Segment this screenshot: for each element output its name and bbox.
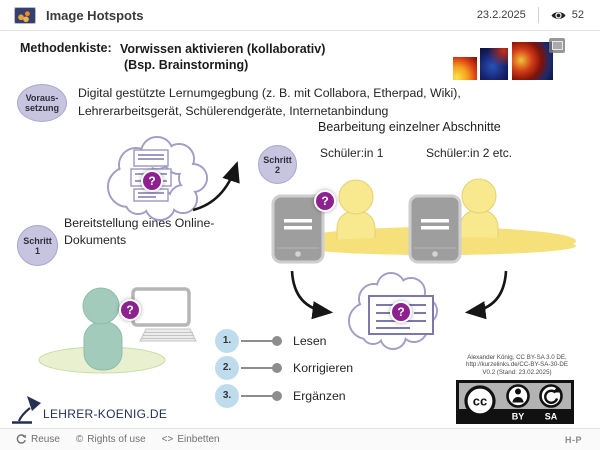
connector-line	[241, 339, 273, 342]
thumbnail-3	[512, 42, 553, 80]
hotspot-teacher-computer[interactable]: ?	[119, 299, 141, 321]
list-number-badge: 3.	[215, 383, 239, 408]
hotspot-online-document[interactable]: ?	[141, 170, 163, 192]
header-meta: 23.2.2025 52	[477, 7, 584, 23]
cc-license-badge: cc BY SA	[456, 380, 574, 429]
connector-dot	[272, 362, 282, 373]
fullscreen-icon[interactable]	[549, 38, 565, 53]
date-label: 23.2.2025	[476, 9, 526, 21]
prerequisite-badge: Voraus- setzung	[17, 84, 67, 122]
arrow-tablet2-to-cloud	[464, 270, 508, 320]
header-bar: Image Hotspots 23.2.2025 52	[0, 0, 600, 31]
slide-title-line2: (Bsp. Brainstorming)	[124, 58, 249, 72]
badge-text: Schritt	[23, 235, 52, 246]
list-item: 1. Lesen	[215, 328, 327, 353]
content-type-icon	[14, 6, 36, 24]
badge-text: Schritt	[263, 154, 292, 165]
student1-figure	[336, 179, 376, 254]
student1-label: Schüler:in 1	[320, 146, 384, 160]
view-count: 52	[571, 9, 584, 21]
list-label: Korrigieren	[293, 360, 354, 375]
desk-front	[296, 241, 576, 255]
slide-kicker: Methodenkiste:	[20, 41, 112, 55]
list-item: 2. Korrigieren	[215, 355, 353, 380]
slide-title-line1: Vorwissen aktivieren (kollaborativ)	[120, 42, 326, 56]
student2-label: Schüler:in 2 etc.	[426, 146, 513, 160]
fullscreen-icon-inner	[551, 41, 563, 50]
list-label: Lesen	[293, 333, 327, 348]
h5p-logo[interactable]: H-P	[565, 434, 582, 445]
view-counter: 52	[551, 9, 584, 21]
code-icon: <>	[161, 433, 174, 445]
embed-button[interactable]: <> Einbetten	[162, 434, 220, 445]
connector-dot	[272, 390, 282, 401]
header-divider	[537, 7, 539, 23]
list-label: Ergänzen	[293, 388, 346, 403]
license-line2: http://kurzelinks.de/CC-BY-SA-30-DE	[466, 361, 568, 369]
reuse-icon	[16, 434, 26, 444]
prerequisite-line2: Lehrerarbeitsgerät, Schülerendgeräte, In…	[78, 103, 389, 118]
step1-badge: Schritt 1	[17, 225, 58, 266]
site-logo: LEHRER-KOENIG.DE	[43, 407, 168, 421]
cc-sa-label: SA	[545, 412, 558, 422]
copyright-icon: ©	[75, 433, 84, 445]
connector-line	[241, 394, 273, 397]
badge-text: Voraus-	[25, 93, 59, 103]
list-number-badge: 1.	[215, 328, 239, 353]
prerequisite-text: Digital gestützte Lernumgegbung (z. B. m…	[78, 85, 558, 120]
list-number-badge: 2.	[215, 355, 239, 380]
badge-text: 1	[34, 245, 40, 256]
step1-label-line1: Bereitstellung eines Online-	[64, 216, 215, 230]
rights-label: Rights of use	[87, 434, 146, 445]
section-heading: Bearbeitung einzelner Abschnitte	[318, 120, 501, 134]
prerequisite-line1: Digital gestützte Lernumgegbung (z. B. m…	[78, 86, 461, 100]
step1-label: Bereitstellung eines Online- Dokuments	[64, 215, 214, 248]
badge-text: setzung	[24, 103, 59, 113]
reuse-label: Reuse	[31, 434, 60, 445]
teacher-figure	[82, 287, 123, 371]
connector-line	[241, 366, 273, 369]
eye-icon	[551, 11, 566, 19]
hotspot-shared-document[interactable]: ?	[390, 301, 412, 323]
desk-front2	[296, 237, 576, 255]
reuse-button[interactable]: Reuse	[16, 434, 60, 445]
badge-text: 2	[274, 164, 280, 175]
step2-badge: Schritt 2	[258, 145, 297, 184]
hotspot-student-device[interactable]: ?	[314, 190, 336, 212]
slide-title: Vorwissen aktivieren (kollaborativ) (Bsp…	[120, 41, 325, 73]
footer-bar: Reuse © Rights of use <> Einbetten H-P	[0, 428, 600, 450]
thumbnail-2	[480, 48, 508, 80]
tablet2-icon	[408, 194, 462, 264]
connector-dot	[272, 335, 282, 346]
svg-text:cc: cc	[473, 394, 487, 409]
list-item: 3. Ergänzen	[215, 383, 346, 408]
desk-ellipse	[296, 227, 576, 255]
arrow-cloud-to-step2	[192, 161, 240, 212]
computer-icon	[131, 287, 197, 342]
student2-figure	[459, 178, 499, 253]
rights-of-use-button[interactable]: © Rights of use	[76, 434, 146, 445]
ground-ellipse	[38, 346, 166, 374]
thumbnail-1	[453, 57, 477, 80]
lamp-logo-icon	[12, 396, 41, 424]
license-line1: Alexander König, CC BY-SA 3.0 DE,	[467, 354, 567, 361]
cc-by-label: BY	[512, 412, 525, 422]
page-title: Image Hotspots	[46, 7, 144, 23]
license-line3: V0.2 (Stand: 23.02.2025)	[482, 368, 552, 376]
license-text: Alexander König, CC BY-SA 3.0 DE, http:/…	[443, 354, 591, 376]
embed-label: Einbetten	[177, 434, 220, 445]
cc-by-sa-icon: cc BY SA	[456, 380, 574, 424]
step1-label-line2: Dokuments	[64, 232, 127, 247]
arrow-tablet1-to-cloud	[290, 270, 334, 320]
